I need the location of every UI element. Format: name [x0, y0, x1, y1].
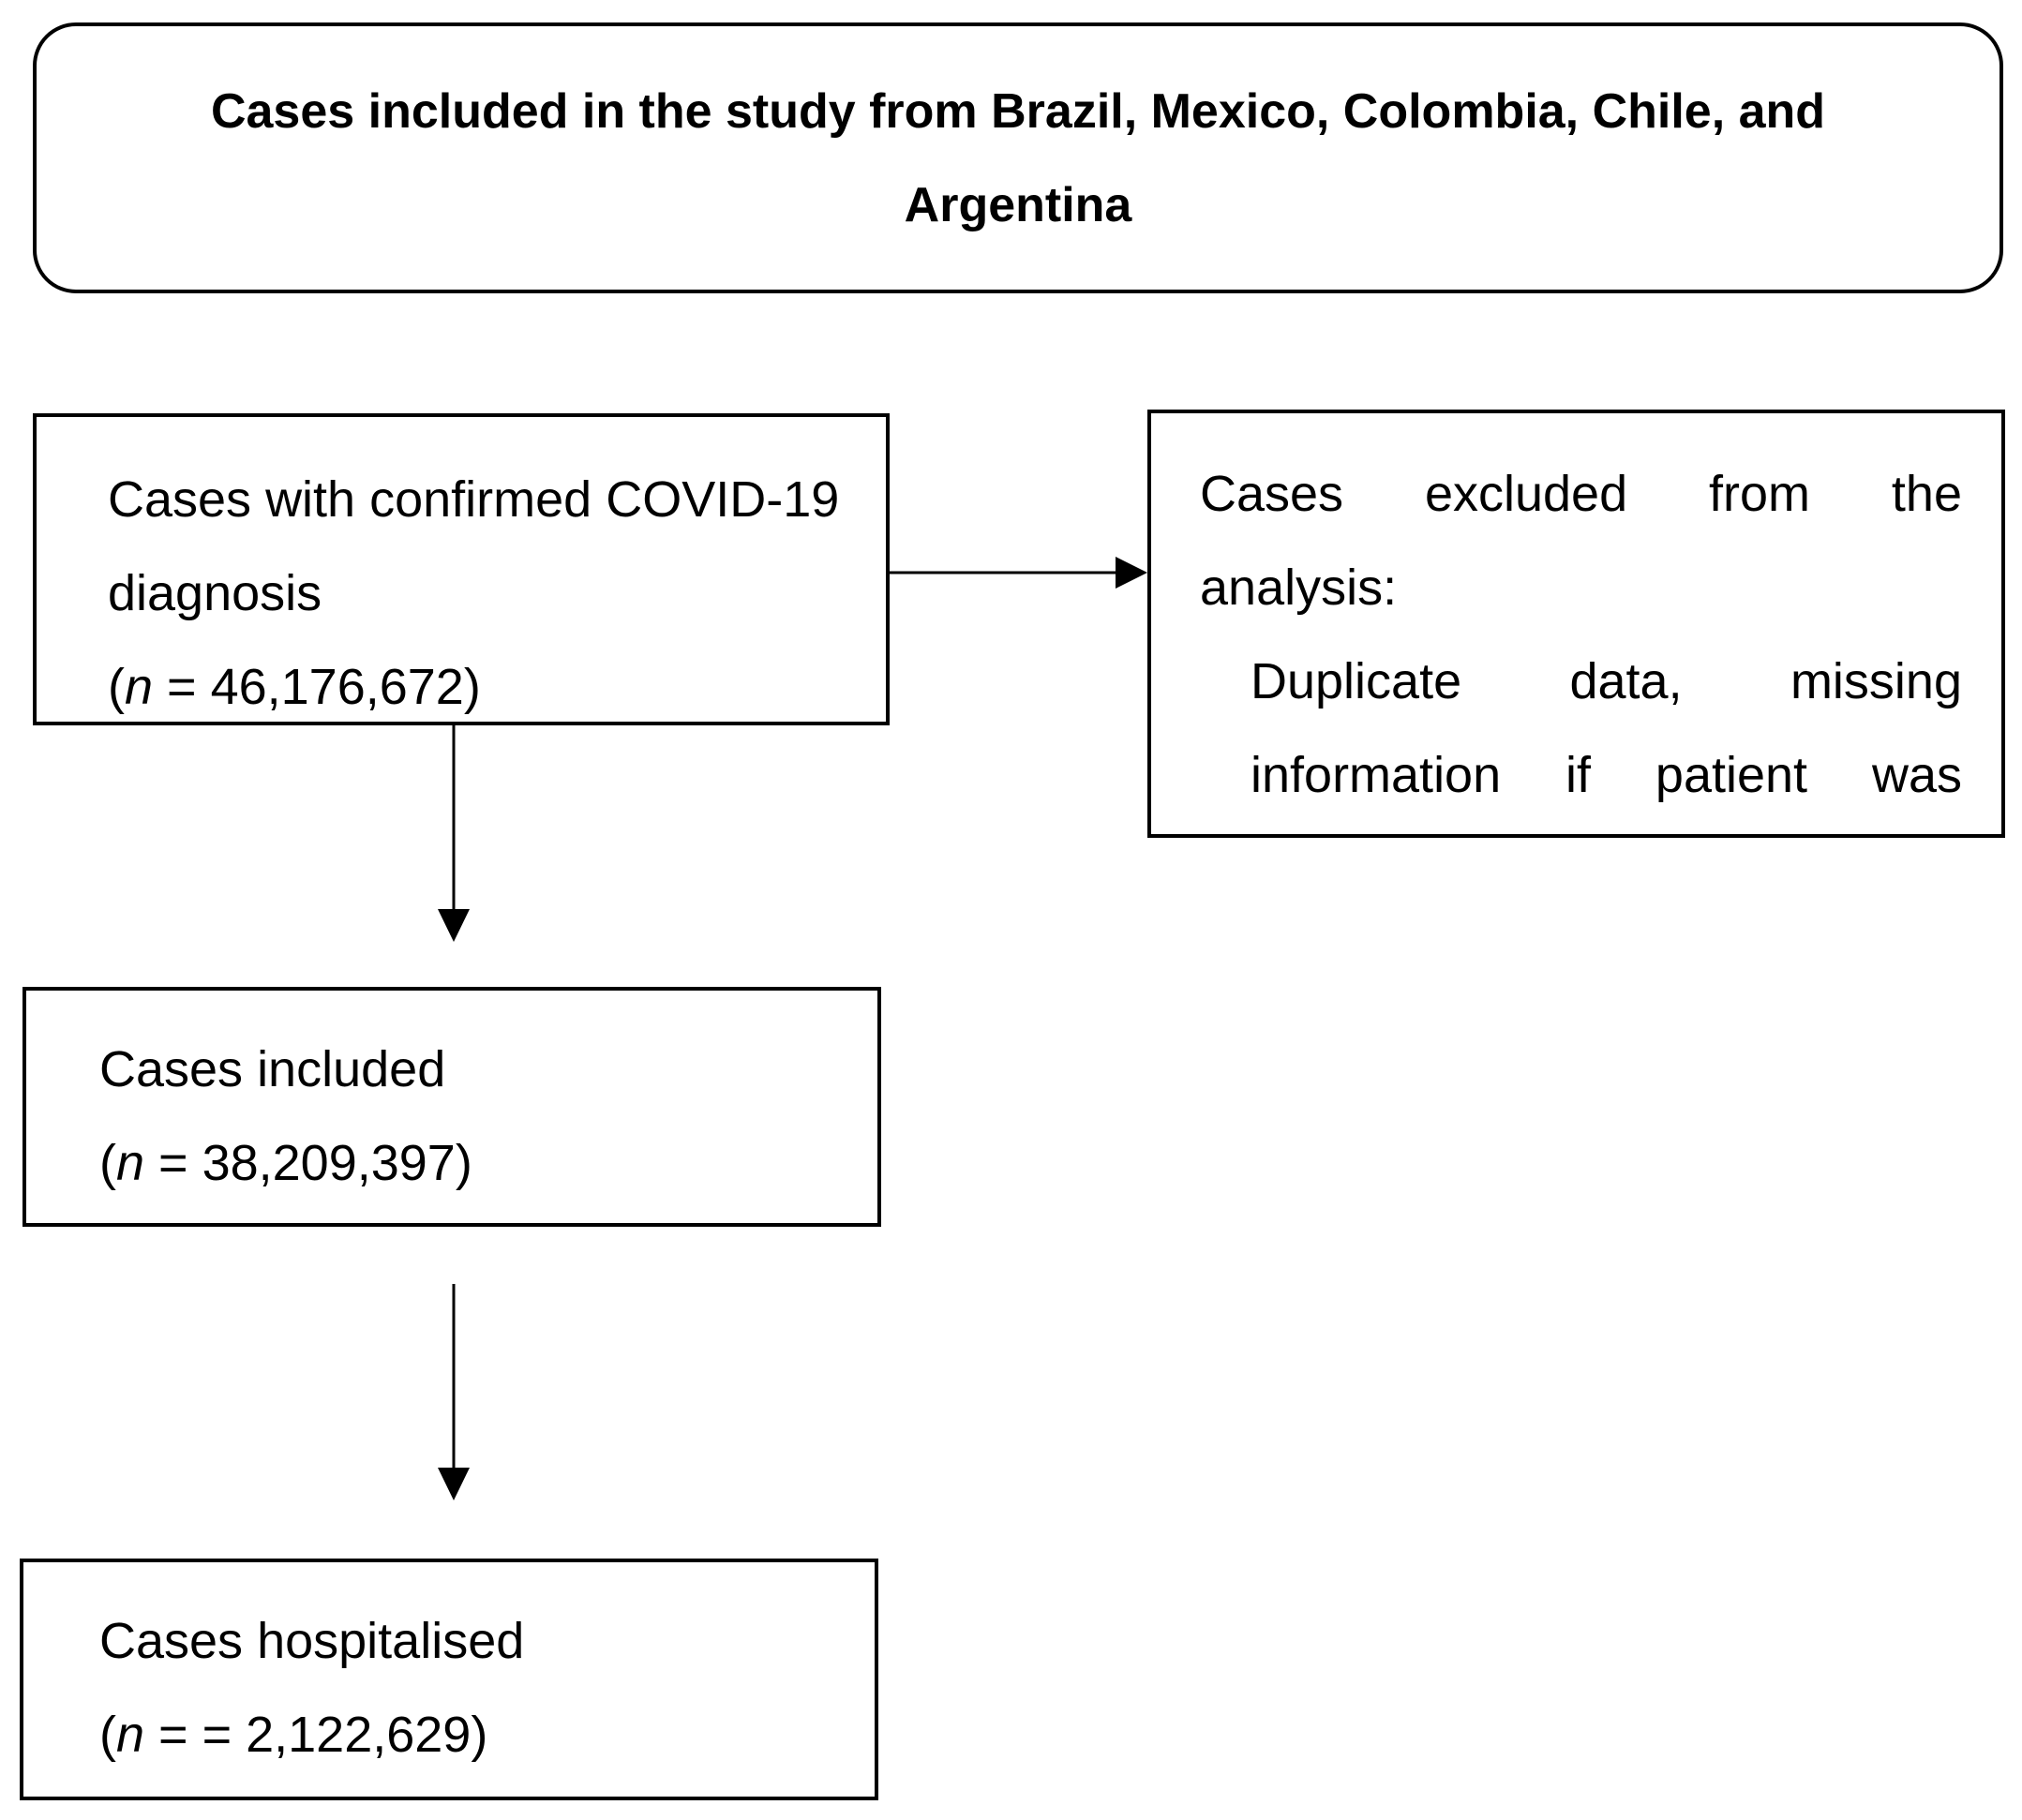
title-box: Cases included in the study from Brazil,… — [33, 22, 2003, 293]
excluded-line-2: analysis: — [1200, 559, 1398, 616]
confirmed-count: (n = 46,176,672) — [108, 659, 481, 715]
included-cases-box: Cases included (n = 38,209,397) — [22, 987, 881, 1227]
title-line-1: Cases included in the study from Brazil,… — [210, 83, 1826, 139]
hospitalised-line-1: Cases hospitalised — [99, 1613, 525, 1669]
confirmed-line-1: Cases with confirmed COVID-19 — [108, 471, 840, 528]
confirmed-cases-box: Cases with confirmed COVID-19 diagnosis … — [33, 413, 890, 725]
confirmed-line-2: diagnosis — [108, 565, 322, 621]
included-count: (n = 38,209,397) — [99, 1135, 472, 1191]
arrow-to-excluded-head — [1116, 557, 1147, 589]
arrow-to-hospitalised-head — [438, 1468, 470, 1500]
arrow-to-included-head — [438, 909, 470, 942]
included-line-1: Cases included — [99, 1041, 446, 1097]
hospitalised-count: (n = = 2,122,629) — [99, 1707, 488, 1763]
hospitalised-cases-box: Cases hospitalised (n = = 2,122,629) — [20, 1559, 878, 1800]
title-line-2: Argentina — [904, 177, 1132, 232]
